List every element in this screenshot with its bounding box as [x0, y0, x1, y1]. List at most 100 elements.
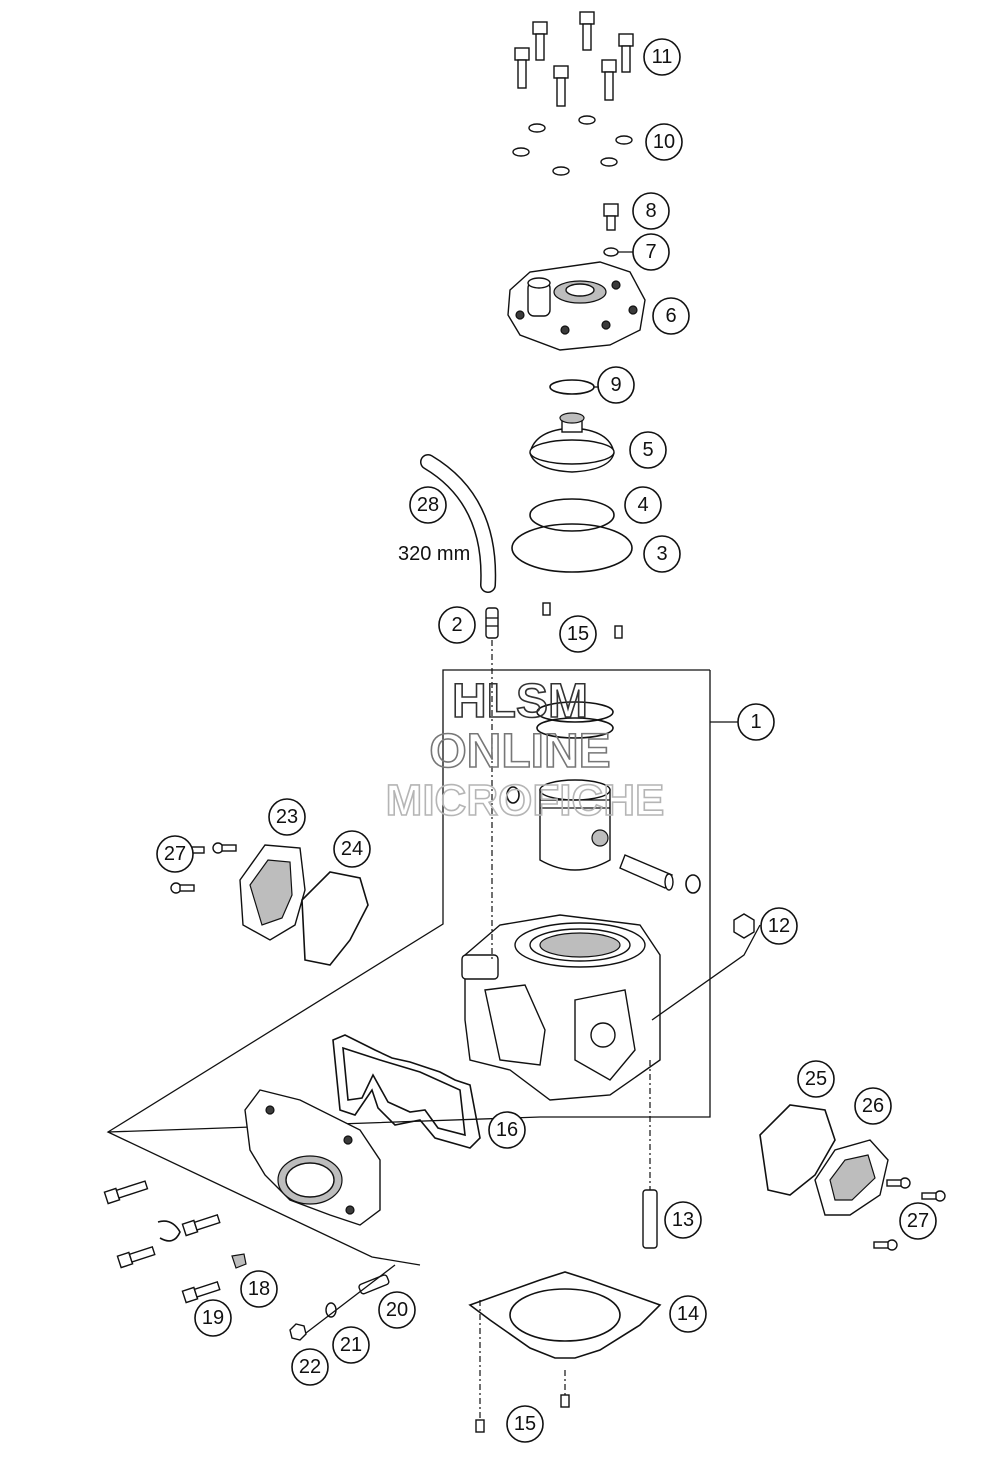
callout-16[interactable]: 16: [488, 1111, 526, 1149]
cylinder-nut[interactable]: [733, 913, 755, 939]
callout-5[interactable]: 5: [629, 431, 667, 469]
hose-nipple[interactable]: [485, 607, 499, 639]
svg-text:6: 6: [665, 305, 676, 327]
callout-12[interactable]: 12: [760, 907, 798, 945]
callout-25[interactable]: 25: [797, 1060, 835, 1098]
svg-text:20: 20: [386, 1299, 408, 1321]
callout-11[interactable]: 11: [643, 38, 681, 76]
spring-clip[interactable]: [157, 1220, 181, 1242]
svg-text:1: 1: [750, 711, 761, 733]
callout-22[interactable]: 22: [291, 1348, 329, 1386]
piston-pin[interactable]: [619, 854, 674, 891]
svg-text:13: 13: [672, 1209, 694, 1231]
callout-9[interactable]: 9: [597, 366, 635, 404]
svg-text:14: 14: [677, 1303, 699, 1325]
hose-length-dimension: 320 mm: [398, 543, 470, 565]
exhaust-control-gasket-right[interactable]: [759, 1104, 836, 1196]
piston-ring-1[interactable]: [536, 701, 614, 723]
callout-8[interactable]: 8: [632, 192, 670, 230]
callout-14[interactable]: 14: [669, 1295, 707, 1333]
callout-3[interactable]: 3: [643, 535, 681, 573]
piston-pin-clip-right[interactable]: [685, 874, 701, 894]
svg-text:11: 11: [652, 46, 673, 68]
callout-6[interactable]: 6: [652, 297, 690, 335]
svg-text:28: 28: [417, 494, 439, 516]
piston-ring-2[interactable]: [536, 717, 614, 739]
svg-text:7: 7: [645, 241, 656, 263]
svg-text:10: 10: [653, 131, 675, 153]
dowel-pin-top-a[interactable]: [542, 602, 551, 616]
lock-washer[interactable]: [231, 1253, 247, 1269]
svg-text:9: 9: [610, 374, 621, 396]
svg-text:16: 16: [496, 1119, 518, 1141]
callout-13[interactable]: 13: [664, 1201, 702, 1239]
svg-text:15: 15: [514, 1413, 536, 1435]
cylinder-head[interactable]: [507, 261, 646, 351]
spacer-sleeve[interactable]: [358, 1274, 390, 1295]
cylinder-base-gasket[interactable]: [468, 1271, 662, 1359]
washer-21[interactable]: [325, 1302, 337, 1318]
svg-text:22: 22: [299, 1356, 321, 1378]
svg-text:21: 21: [340, 1334, 362, 1356]
cylinder-stud[interactable]: [642, 1189, 658, 1249]
svg-text:18: 18: [248, 1278, 270, 1300]
svg-text:12: 12: [768, 915, 790, 937]
piston-pin-clip-left[interactable]: [506, 786, 520, 804]
dowel-pin-bottom-a[interactable]: [560, 1394, 570, 1408]
nut-22[interactable]: [289, 1323, 307, 1341]
callout-7[interactable]: 7: [632, 233, 670, 271]
cover-screws-right[interactable]: [873, 1177, 946, 1251]
callout-20[interactable]: 20: [378, 1291, 416, 1329]
callout-2[interactable]: 2: [438, 606, 476, 644]
callout-21[interactable]: 21: [332, 1326, 370, 1364]
callout-10[interactable]: 10: [645, 123, 683, 161]
o-ring-small[interactable]: [529, 498, 615, 532]
exhaust-control-gasket-left[interactable]: [301, 871, 369, 966]
callout-15-top[interactable]: 15: [559, 615, 597, 653]
head-bolts[interactable]: [514, 11, 634, 107]
svg-text:27: 27: [164, 843, 186, 865]
watermark-line-3: MICROFICHE: [386, 776, 665, 825]
callout-24[interactable]: 24: [333, 830, 371, 868]
svg-text:26: 26: [862, 1095, 884, 1117]
flange-bolt-3[interactable]: [116, 1245, 156, 1269]
exhaust-flange[interactable]: [244, 1089, 381, 1226]
head-washers[interactable]: [512, 115, 633, 176]
exhaust-control-cover-left[interactable]: [239, 844, 306, 941]
exhaust-flange-gasket[interactable]: [332, 1034, 481, 1149]
svg-text:4: 4: [637, 494, 648, 516]
piston-kit-bracket: [106, 669, 710, 1266]
svg-text:15: 15: [567, 623, 589, 645]
bleed-bolt[interactable]: [603, 203, 619, 231]
exhaust-control-cover-right[interactable]: [814, 1139, 889, 1216]
head-o-ring[interactable]: [549, 379, 595, 395]
callout-19[interactable]: 19: [194, 1299, 232, 1337]
svg-text:24: 24: [341, 838, 363, 860]
callout-27-right[interactable]: 27: [899, 1202, 937, 1240]
piston[interactable]: [539, 779, 611, 871]
callout-27-left[interactable]: 27: [156, 835, 194, 873]
bleed-washer[interactable]: [603, 247, 619, 257]
svg-text:5: 5: [642, 439, 653, 461]
cylinder[interactable]: [461, 914, 661, 1101]
flange-bolt-1[interactable]: [103, 1179, 149, 1205]
callout-1[interactable]: 1: [737, 703, 775, 741]
svg-text:19: 19: [202, 1307, 224, 1329]
callout-15-bottom[interactable]: 15: [506, 1405, 544, 1443]
dowel-pin-top-b[interactable]: [614, 625, 623, 639]
callout-18[interactable]: 18: [240, 1270, 278, 1308]
flange-bolt-4[interactable]: [181, 1280, 221, 1304]
svg-text:3: 3: [656, 543, 667, 565]
o-ring-large[interactable]: [511, 523, 633, 573]
callout-4[interactable]: 4: [624, 486, 662, 524]
svg-text:2: 2: [451, 614, 462, 636]
dowel-pin-bottom-b[interactable]: [475, 1419, 485, 1433]
callout-23[interactable]: 23: [268, 798, 306, 836]
combustion-chamber-insert[interactable]: [529, 412, 615, 473]
callout-28[interactable]: 28: [409, 486, 447, 524]
svg-text:27: 27: [907, 1210, 929, 1232]
callout-26[interactable]: 26: [854, 1087, 892, 1125]
flange-bolt-2[interactable]: [181, 1213, 221, 1237]
svg-text:8: 8: [645, 200, 656, 222]
